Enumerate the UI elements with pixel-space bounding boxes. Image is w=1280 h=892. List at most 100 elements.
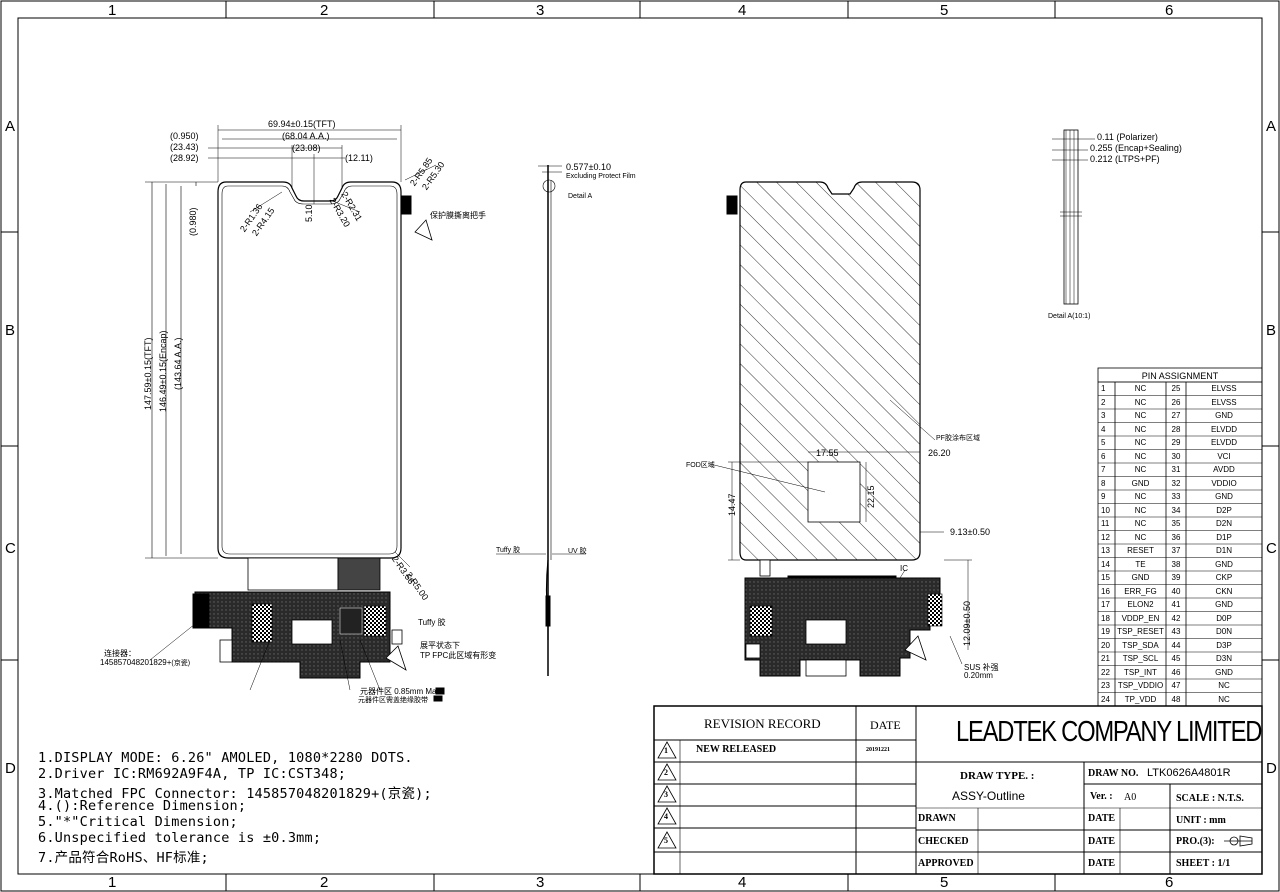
ver-label: Ver. :	[1090, 791, 1113, 802]
back-view	[709, 181, 972, 650]
pin-signal: GND	[1215, 667, 1233, 677]
pin-number: 4	[1101, 424, 1106, 434]
row-label: D	[1266, 760, 1277, 777]
pin-signal: NC	[1134, 532, 1147, 542]
protect-film-label: 保护膜撕离把手	[430, 211, 486, 220]
dim-0980: (0.980)	[188, 207, 198, 236]
draw-no-value: LTK0626A4801R	[1147, 767, 1231, 779]
pin-signal: ELVDD	[1210, 424, 1238, 434]
pin-number: 25	[1171, 384, 1181, 393]
connector-pn-note: (京瓷)	[171, 660, 191, 667]
pin-number: 38	[1171, 559, 1181, 569]
draw-no-label: DRAW NO.	[1088, 768, 1139, 779]
company-name: LEADTEK COMPANY LIMITED	[956, 716, 1262, 748]
pin-number: 37	[1171, 546, 1181, 555]
dim-width-tft: 69.94±0.15(TFT)	[268, 119, 336, 129]
pin-signal: D3P	[1216, 640, 1232, 650]
dim-1209: 12.09±0.50	[962, 601, 972, 646]
rev-num: 2	[664, 768, 668, 777]
dim-913: 9.13±0.50	[950, 527, 990, 537]
dim-2620: 26.20	[928, 448, 951, 458]
row-label: C	[5, 540, 16, 557]
note-line: 1.DISPLAY MODE: 6.26" AMOLED, 1080*2280 …	[38, 750, 413, 766]
pin-signal: NC	[1218, 694, 1230, 704]
ic-label: IC	[900, 564, 908, 573]
pin-signal: TSP_INT	[1124, 667, 1157, 677]
dim-2308: (23.08)	[292, 143, 321, 153]
connector-label: 连接器：	[104, 649, 136, 658]
pro-label: PRO.(3):	[1176, 836, 1215, 847]
back-fpc	[744, 559, 963, 677]
pin-number: 14	[1101, 559, 1110, 569]
pin-number: 39	[1171, 573, 1181, 582]
pin-signal: TE	[1135, 559, 1146, 569]
pin-signal: D0N	[1215, 627, 1232, 636]
pin-signal: D2N	[1215, 519, 1232, 528]
row-label: C	[1266, 540, 1277, 557]
note-line: 3.Matched FPC Connector: 145857048201829…	[38, 786, 432, 802]
fpc-area-label: TP FPC此区域有形变	[420, 651, 497, 660]
panel-inner	[221, 185, 398, 555]
component-area-label: 元器件区 0.85mm Max	[360, 687, 441, 696]
pin-signal: NC	[1134, 438, 1147, 447]
pin-number: 10	[1101, 505, 1110, 515]
rev-num: 5	[664, 836, 668, 845]
pin-number: 13	[1101, 546, 1110, 555]
col-label: 3	[536, 874, 545, 891]
pin-signal: GND	[1131, 573, 1150, 582]
revision-1-label: NEW RELEASED	[696, 744, 777, 755]
pin-signal: NC	[1134, 424, 1147, 434]
pin-signal: D3N	[1215, 654, 1232, 663]
protect-film-handle	[400, 195, 412, 215]
pin-number: 11	[1101, 519, 1110, 528]
pin-signal: D2P	[1216, 505, 1232, 515]
rev-num: 3	[664, 790, 668, 799]
dim-1447: 14.47	[727, 493, 737, 516]
front-fpc	[149, 557, 445, 702]
note-line: 2.Driver IC:RM692A9F4A, TP IC:CST348;	[38, 766, 347, 782]
pin-signal: TSP_SDA	[1122, 640, 1159, 650]
connector-front	[192, 593, 210, 629]
row-label: B	[5, 322, 16, 339]
pin-number: 35	[1171, 519, 1181, 528]
note-line: 7.产品符合RoHS、HF标准;	[38, 850, 209, 866]
fod-area-label: FOD区域	[686, 462, 715, 469]
sus-label: SUS 补强	[964, 663, 999, 672]
pin-number: 28	[1171, 424, 1181, 434]
detail-a-view	[1052, 129, 1095, 305]
pin-number: 31	[1171, 465, 1181, 474]
pin-signal: GND	[1215, 559, 1233, 569]
pin-number: 29	[1171, 438, 1181, 447]
pin-number: 21	[1101, 654, 1110, 663]
pin-number: 7	[1101, 465, 1106, 474]
pin-number: 41	[1171, 600, 1181, 609]
pin-number: 32	[1171, 478, 1181, 488]
draw-type-label: DRAW TYPE. :	[960, 770, 1035, 782]
connector-pn-value: 145857048201829+	[100, 658, 172, 667]
pin-signal: NC	[1134, 451, 1147, 461]
row-label: A	[1266, 118, 1277, 135]
scale-label: SCALE : N.T.S.	[1176, 793, 1244, 804]
col-label: 1	[108, 874, 117, 891]
dim-2215: 22.15	[866, 485, 876, 508]
panel-outline	[217, 181, 402, 559]
pin-signal: NC	[1134, 411, 1147, 420]
pin-number: 46	[1171, 667, 1181, 677]
pin-signal: TSP_RESET	[1117, 627, 1164, 636]
pin-number: 16	[1101, 586, 1110, 596]
date-label: DATE	[1088, 858, 1116, 869]
dim-height-tft: 147.59±0.15(TFT)	[143, 337, 153, 410]
pin-number: 43	[1171, 627, 1181, 636]
note-line: 4.():Reference Dimension;	[38, 798, 247, 814]
row-label: A	[5, 118, 16, 135]
col-label: 3	[536, 2, 545, 19]
pin-number: 23	[1101, 681, 1110, 690]
pin-signal: ELVSS	[1211, 397, 1237, 407]
side-uv: UV 胶	[568, 548, 587, 555]
pin-number: 24	[1101, 694, 1110, 704]
pin-signal: ELVDD	[1210, 438, 1238, 447]
pin-signal: GND	[1215, 492, 1233, 501]
drawn-label: DRAWN	[918, 813, 956, 824]
